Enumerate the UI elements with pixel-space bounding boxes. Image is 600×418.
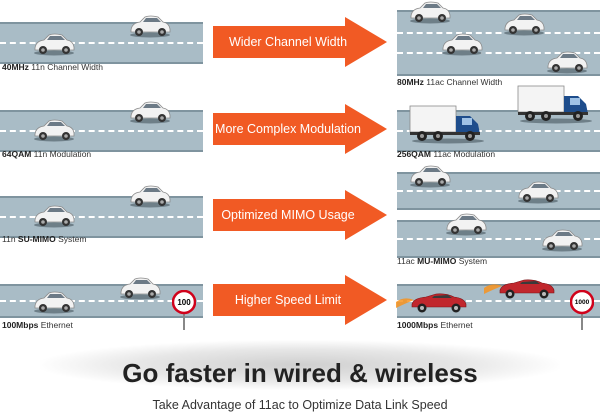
left-caption: 40MHz 11n Channel Width bbox=[2, 62, 103, 72]
comparison-row-channel-width: 40MHz 11n Channel Width Wider Channel Wi… bbox=[0, 0, 600, 90]
sports-car-icon bbox=[396, 288, 468, 319]
car-icon bbox=[540, 228, 584, 257]
speed-limit-sign-icon: 100 bbox=[171, 289, 197, 330]
lane-divider bbox=[397, 300, 600, 302]
arrow-label: Higher Speed Limit bbox=[234, 293, 342, 307]
arrow-label: Wider Channel Width bbox=[228, 35, 348, 49]
car-icon bbox=[118, 276, 162, 305]
lane-divider bbox=[0, 130, 203, 132]
footer-shadow bbox=[40, 340, 560, 390]
truck-icon bbox=[408, 104, 486, 149]
headline: Go faster in wired & wireless bbox=[122, 358, 478, 388]
arrow-label: More Complex Modulation bbox=[215, 122, 361, 136]
lane-divider bbox=[397, 190, 600, 192]
left-caption: 11n SU-MIMO System bbox=[2, 234, 87, 244]
left-road bbox=[0, 284, 203, 318]
lane-divider bbox=[397, 238, 600, 240]
arrow-label: Optimized MIMO Usage bbox=[221, 208, 355, 222]
subline: Take Advantage of 11ac to Optimize Data … bbox=[152, 398, 448, 412]
car-icon bbox=[440, 32, 484, 61]
comparison-row-modulation: 64QAM 11n Modulation More Complex Modula… bbox=[0, 85, 600, 170]
comparison-row-ethernet: 100 100Mbps Ethernet Higher Speed Limit bbox=[0, 270, 600, 340]
right-caption: 11ac MU-MIMO System bbox=[397, 256, 488, 266]
arrow-higher-speed-limit: Higher Speed Limit bbox=[213, 275, 387, 325]
car-icon bbox=[128, 184, 172, 213]
left-caption: 64QAM 11n Modulation bbox=[2, 149, 92, 159]
right-caption: 1000Mbps Ethernet bbox=[397, 320, 473, 330]
left-road bbox=[0, 196, 203, 238]
truck-icon bbox=[516, 84, 594, 129]
left-road bbox=[0, 110, 203, 152]
right-caption: 256QAM 11ac Modulation bbox=[397, 149, 496, 159]
car-icon bbox=[32, 290, 76, 319]
comparison-row-mimo: 11n SU-MIMO System Optimized MIMO Usage bbox=[0, 165, 600, 270]
speed-limit-value: 1000 bbox=[574, 298, 590, 306]
car-icon bbox=[408, 164, 452, 193]
lane-divider bbox=[397, 130, 600, 132]
car-icon bbox=[128, 100, 172, 129]
arrow-optimized-mimo-usage: Optimized MIMO Usage bbox=[213, 190, 387, 240]
lane-divider bbox=[0, 300, 203, 302]
lane-divider bbox=[397, 52, 600, 54]
lane-divider bbox=[397, 32, 600, 34]
right-road-upper bbox=[397, 172, 600, 210]
car-icon bbox=[32, 32, 76, 61]
lane-divider bbox=[0, 216, 203, 218]
car-icon bbox=[32, 118, 76, 147]
arrow-wider-channel-width: Wider Channel Width bbox=[213, 17, 387, 67]
car-icon bbox=[545, 50, 589, 79]
lane-divider bbox=[0, 42, 203, 44]
speed-limit-value: 100 bbox=[177, 297, 191, 307]
arrow-more-complex-modulation: More Complex Modulation bbox=[213, 104, 387, 154]
left-road bbox=[0, 22, 203, 64]
car-icon bbox=[502, 12, 546, 41]
car-icon bbox=[516, 180, 560, 209]
car-icon bbox=[128, 14, 172, 43]
car-icon bbox=[32, 204, 76, 233]
left-caption: 100Mbps Ethernet bbox=[2, 320, 73, 330]
right-caption: 80MHz 11ac Channel Width bbox=[397, 77, 503, 87]
car-icon bbox=[408, 0, 452, 29]
speed-limit-sign-icon: 1000 bbox=[569, 289, 595, 330]
car-icon bbox=[444, 212, 488, 241]
sports-car-icon bbox=[484, 274, 556, 305]
